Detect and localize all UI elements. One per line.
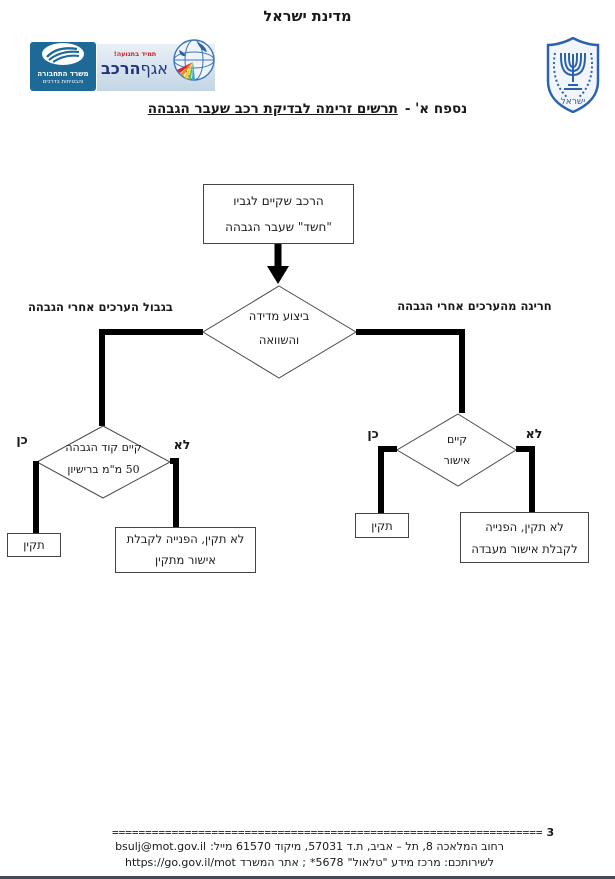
right-no-connector xyxy=(516,446,535,512)
start-arrow-head xyxy=(267,266,289,284)
transport-swoosh-icon xyxy=(41,42,85,70)
left-yes-label: כן xyxy=(16,432,28,447)
division-slogan: תמיד בתנועה! xyxy=(113,50,157,58)
division-name: אגףהרכב xyxy=(101,59,168,78)
emblem-country-label: ישראל xyxy=(561,97,586,107)
right-fail-line2: לקבלת אישור מעבדה xyxy=(471,541,578,556)
footer-address: רחוב המלאכה 8, תל – אביב, ת.ד 57031, מיק… xyxy=(210,840,504,853)
ministry-logo-line2: והבטיחות בדרכים xyxy=(42,79,84,85)
appendix-prefix: נספח א' - xyxy=(404,101,468,117)
left-fail-line2: אישור מתקין xyxy=(155,553,216,567)
approval-diamond-text: קיים אישור xyxy=(397,429,517,471)
appendix-title: תרשים זרימה לבדיקת רכב שעבר הגבהה xyxy=(147,101,398,117)
vehicle-division-text: תמיד בתנועה! אגףהרכב xyxy=(101,50,168,78)
measure-diamond-shape xyxy=(202,285,357,379)
ministry-logo-line1: משרד התחבורה xyxy=(37,70,89,78)
right-ok-box: תקין xyxy=(355,513,409,538)
deviation-label: חריגה מהערכים אחרי הגבהה xyxy=(397,299,552,313)
globe-icon xyxy=(169,36,217,88)
approval-line2: אישור xyxy=(443,454,471,467)
footer-separator-row: ========================================… xyxy=(112,826,582,839)
measure-diamond-text: ביצוע מדידה והשוואה xyxy=(204,304,354,352)
approval-diamond-shape xyxy=(396,413,517,487)
footer-services-line: לשירותכם: מרכז מידע "טלאול"*5678; אתר המ… xyxy=(0,856,615,869)
right-fail-box: לא תקין, הפנייה לקבלת אישור מעבדה xyxy=(460,512,589,563)
footer-phone: *5678 xyxy=(310,856,344,869)
footer-services-text: לשירותכם: מרכז מידע "טלאול" xyxy=(347,856,495,869)
footer-site-url: https://go.gov.il/mot xyxy=(124,856,236,869)
license-code-line2: 50 מ"מ ברישיון xyxy=(67,463,140,476)
footer-site-label: ; אתר המשרד xyxy=(239,856,307,869)
footer-email: bsulj@mot.gov.il xyxy=(115,840,207,853)
right-branch-connector xyxy=(356,329,465,413)
left-fail-line1: לא תקין, הפנייה לקבלת xyxy=(126,532,245,546)
division-name-regular: אגף xyxy=(140,59,168,78)
division-name-bold: הרכב xyxy=(101,59,141,78)
left-no-label: לא xyxy=(173,437,191,452)
left-branch-connector xyxy=(99,329,203,426)
left-ok-box: תקין xyxy=(7,533,61,557)
license-code-line1: קיים קוד הגבהה xyxy=(65,441,142,454)
left-no-connector xyxy=(170,458,179,527)
approval-line1: קיים xyxy=(446,433,468,446)
appendix-heading: נספח א' - תרשים זרימה לבדיקת רכב שעבר הגב… xyxy=(0,101,615,117)
right-yes-label: כן xyxy=(367,426,379,441)
right-fail-line1: לא תקין, הפנייה xyxy=(485,519,564,534)
israel-state-emblem: ישראל xyxy=(546,36,600,117)
start-box-line1: הרכב שקיים לגביו xyxy=(233,194,324,208)
ministry-of-transport-logo: משרד התחבורה והבטיחות בדרכים xyxy=(30,42,96,91)
measure-diamond-line1: ביצוע מדידה xyxy=(248,309,310,323)
vehicle-division-logo: תמיד בתנועה! אגףהרכב xyxy=(97,39,215,91)
page-number: 3 xyxy=(546,826,555,839)
page-title: מדינת ישראל xyxy=(263,8,352,25)
right-yes-connector xyxy=(378,446,397,513)
license-code-diamond-text: קיים קוד הגבהה 50 מ"מ ברישיון xyxy=(38,437,169,481)
measure-diamond-line2: והשוואה xyxy=(258,333,300,347)
right-no-label: לא xyxy=(525,426,543,441)
license-code-diamond-shape xyxy=(35,425,172,499)
start-box-line2: "חשד" שעבר הגבהה xyxy=(225,220,332,234)
separator-line: ========================================… xyxy=(112,826,543,839)
menorah-icon xyxy=(560,53,586,90)
start-box: הרכב שקיים לגביו "חשד" שעבר הגבהה xyxy=(203,184,354,244)
page-bottom-edge xyxy=(0,876,615,879)
within-limits-label: בגבול הערכים אחרי הגבהה xyxy=(28,300,173,314)
footer-address-line: רחוב המלאכה 8, תל – אביב, ת.ד 57031, מיק… xyxy=(0,840,615,853)
left-fail-box: לא תקין, הפנייה לקבלת אישור מתקין xyxy=(115,527,256,573)
